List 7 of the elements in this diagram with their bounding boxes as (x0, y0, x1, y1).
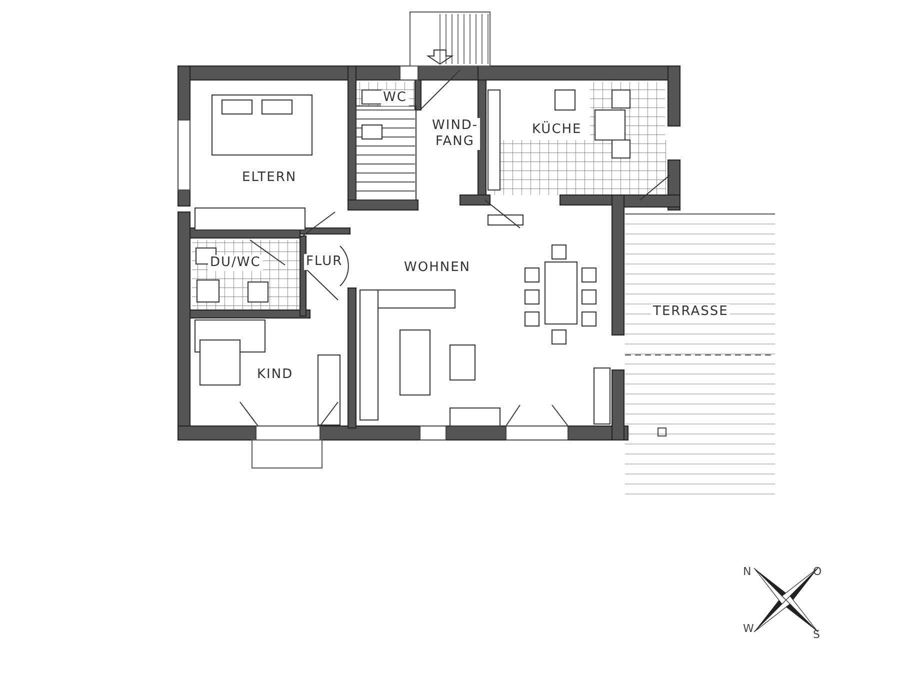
compass-letter: S (813, 628, 820, 641)
compass-letter: W (743, 622, 754, 635)
room-label: DU/WC (208, 255, 263, 271)
compass-letter: N (743, 565, 752, 578)
room-label: WC (381, 90, 409, 106)
compass-letter: O (813, 565, 822, 578)
room-label: WIND- FANG (430, 118, 480, 150)
